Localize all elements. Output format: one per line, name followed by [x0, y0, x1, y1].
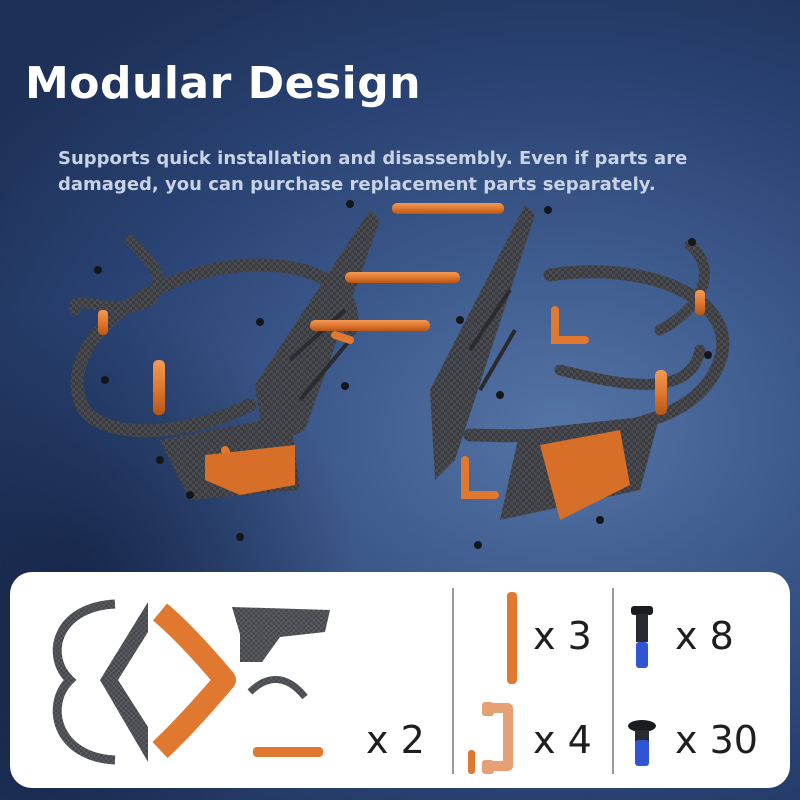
page-title: Modular Design: [25, 58, 422, 109]
page-subtitle: Supports quick installation and disassem…: [58, 148, 688, 195]
panel-divider-2: [612, 588, 614, 774]
bracket-icon: [468, 702, 513, 774]
bracket-quantity: x 4: [533, 718, 592, 762]
orange-standoffs: [98, 203, 705, 415]
long-screw-quantity: x 8: [675, 614, 734, 658]
frame-set-quantity: x 2: [366, 718, 425, 762]
short-screw-quantity: x 30: [675, 718, 758, 762]
panel-divider-1: [452, 588, 454, 774]
standoff-icon: [507, 592, 517, 684]
long-screw-icon: [631, 606, 653, 668]
scattered-screws: [94, 200, 712, 549]
orange-mounts: [205, 430, 630, 520]
standoff-quantity: x 3: [533, 614, 592, 658]
exploded-frame-illustration: [69, 200, 730, 549]
frame-set-parts-icon: [52, 599, 330, 765]
short-screw-icon: [628, 720, 656, 766]
